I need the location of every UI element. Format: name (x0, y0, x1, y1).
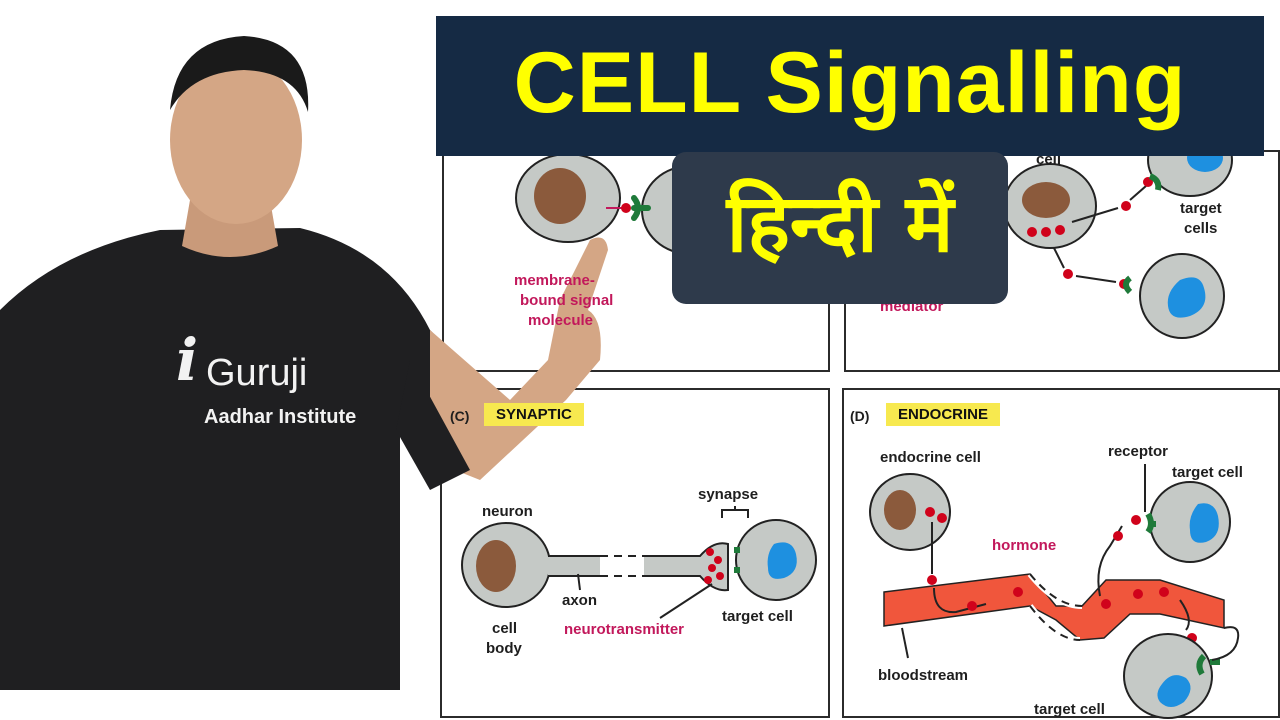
membrane-bound-molecule-label-line2: bound signal (520, 292, 614, 309)
endocrine-tag: ENDOCRINE (886, 403, 1001, 426)
cell-body-label-line1: cell (492, 620, 518, 637)
membrane-bound-molecule-label-line3: molecule (528, 312, 594, 329)
shirt-institute: Aadhar Institute (204, 406, 357, 428)
synapse-label: synapse (698, 486, 759, 503)
endocrine-cell-label: endocrine cell (880, 449, 981, 466)
panel-d-letter: (D) (850, 408, 870, 424)
endocrine-nucleus (884, 490, 916, 530)
target-cells-label-line2: cells (1184, 220, 1218, 237)
shirt-brand: Guruji (206, 352, 308, 394)
membrane-bound-molecule-label-line1: membrane- (514, 272, 595, 289)
presenter-hair (170, 36, 309, 112)
presenter-tshirt (0, 228, 520, 690)
receptor-label: receptor (1108, 443, 1169, 460)
axon-label: axon (562, 592, 598, 609)
panel-c-letter: (C) (450, 408, 470, 424)
shirt-brand-prefix: i (176, 326, 199, 394)
subtitle-box: हिन्दी में (672, 152, 1008, 304)
nucleus-a (534, 168, 586, 224)
target-cell-label-d-bottom: target cell (1034, 701, 1105, 718)
neuron-label: neuron (482, 503, 533, 520)
receptor-a (631, 195, 651, 221)
title-banner: CELL Signalling (436, 16, 1264, 156)
target-cell-label-d-top: target cell (1172, 464, 1243, 481)
bloodstream-label: bloodstream (878, 667, 969, 684)
subtitle: हिन्दी में (726, 177, 954, 270)
presenter-face (170, 56, 302, 224)
presenter (0, 36, 608, 690)
target-cells-label-line1: target (1180, 200, 1222, 217)
cell-body-label-line2: body (486, 640, 522, 657)
hormone-label: hormone (992, 537, 1057, 554)
nucleus-b (1022, 182, 1070, 218)
synaptic-tag: SYNAPTIC (484, 403, 584, 426)
title: CELL Signalling (513, 35, 1187, 131)
neuron-nucleus (476, 540, 516, 592)
neurotransmitter-label: neurotransmitter (564, 621, 685, 638)
signal-molecule-a (621, 203, 631, 213)
target-cell-d-bottom (1123, 633, 1213, 719)
presenter-arm (430, 237, 608, 480)
target-cell-label-c: target cell (722, 608, 793, 625)
